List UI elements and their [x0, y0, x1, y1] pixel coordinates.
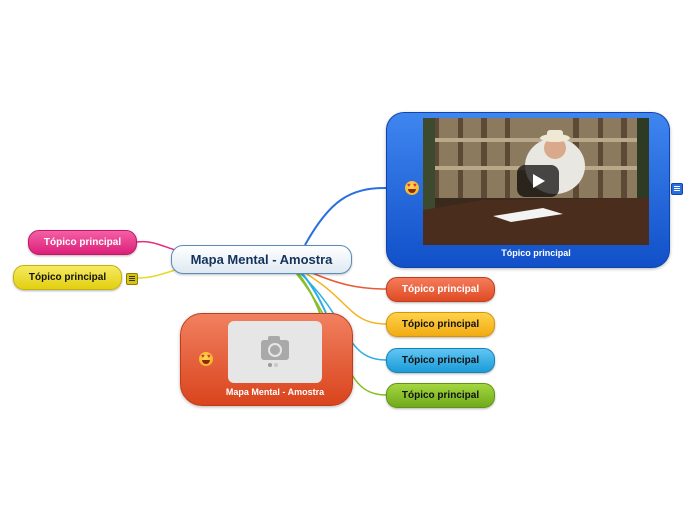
topic-label: Tópico principal	[28, 272, 107, 283]
connector-gold	[304, 272, 387, 325]
topic-label: Tópico principal	[401, 319, 480, 330]
topic-left-pink[interactable]: Tópico principal	[28, 230, 137, 255]
connector-blue	[304, 187, 387, 246]
image-topic-label: Mapa Mental - Amostra	[225, 387, 325, 397]
play-button[interactable]	[517, 165, 559, 197]
note-icon[interactable]	[126, 273, 138, 285]
heart-eyes-emoji-icon: ♥♥	[199, 352, 213, 366]
connector-image-topic	[297, 272, 321, 314]
play-icon	[533, 174, 545, 188]
topic-right-cyan[interactable]: Tópico principal	[386, 348, 495, 373]
camera-placeholder[interactable]	[228, 321, 322, 383]
topic-label: Tópico principal	[401, 355, 480, 366]
note-icon[interactable]	[671, 183, 683, 195]
topic-left-yellow[interactable]: Tópico principal	[13, 265, 122, 290]
connector-orange	[309, 271, 387, 290]
topic-right-gold[interactable]: Tópico principal	[386, 312, 495, 337]
connector-pink	[136, 240, 176, 251]
central-topic-label: Mapa Mental - Amostra	[190, 252, 333, 267]
topic-label: Tópico principal	[401, 284, 480, 295]
connector-image-topic-2	[301, 272, 327, 314]
video-thumbnail[interactable]	[423, 118, 649, 245]
topic-label: Tópico principal	[43, 237, 122, 248]
heart-eyes-emoji-icon: ♥♥	[405, 181, 419, 195]
topic-label: Tópico principal	[401, 390, 480, 401]
camera-icon	[261, 336, 289, 367]
video-topic-label: Tópico principal	[501, 248, 571, 258]
topic-right-orange[interactable]: Tópico principal	[386, 277, 495, 302]
topic-right-green[interactable]: Tópico principal	[386, 383, 495, 408]
central-topic[interactable]: Mapa Mental - Amostra	[171, 245, 352, 274]
connector-yellow	[137, 269, 176, 279]
